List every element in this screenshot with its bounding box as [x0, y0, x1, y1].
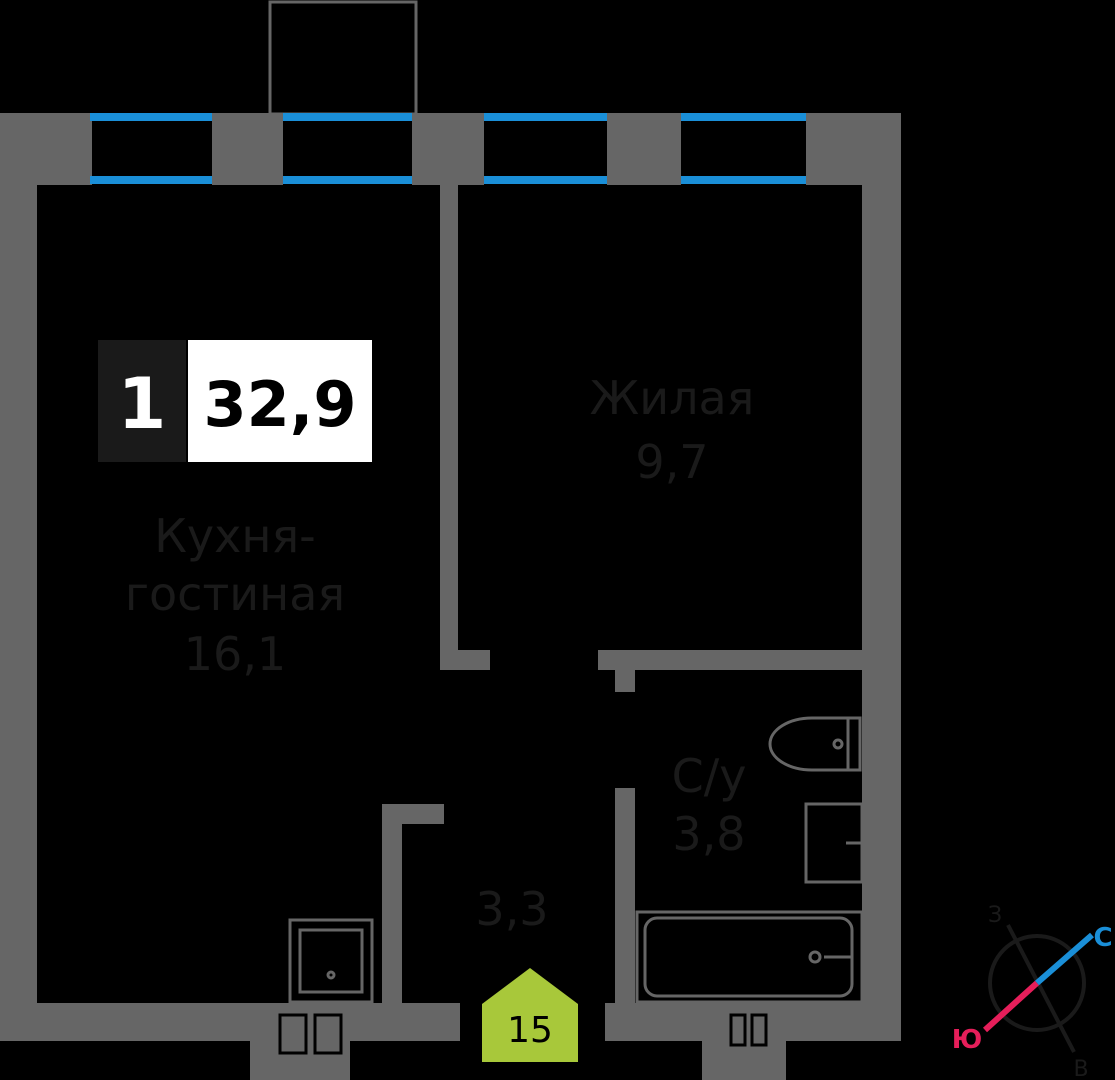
- kitchen-label-2: гостиная: [125, 567, 345, 621]
- compass-west: З: [988, 903, 1002, 928]
- bath-label: С/у: [672, 749, 747, 803]
- living-label: Жилая: [590, 371, 755, 425]
- windows: [90, 113, 806, 184]
- bathtub: [635, 910, 864, 1004]
- riser-left: [250, 1040, 350, 1080]
- kitchen-area: 16,1: [184, 627, 286, 681]
- compass: З С Ю В: [952, 903, 1113, 1080]
- compass-east: В: [1073, 1057, 1088, 1080]
- window-3: [484, 113, 607, 121]
- window-4: [681, 113, 806, 121]
- compass-needle-north: [1035, 932, 1094, 986]
- total-area: 32,9: [204, 368, 357, 441]
- window-1: [90, 113, 212, 121]
- compass-south: Ю: [952, 1025, 983, 1055]
- bath-area: 3,8: [672, 807, 745, 861]
- area-badge: [188, 340, 372, 462]
- toilet-fixture: [768, 716, 862, 772]
- rooms-badge: [98, 340, 186, 462]
- entrance-marker: [482, 968, 578, 1062]
- interior-walls: [382, 184, 864, 1020]
- kitchen-sink: [288, 918, 374, 1004]
- riser-right: [702, 1040, 786, 1080]
- window-2: [283, 113, 412, 121]
- kitchen-label-1: Кухня-: [154, 509, 315, 563]
- balcony: [268, 0, 418, 116]
- compass-ring: [988, 934, 1086, 1032]
- living-area: 9,7: [635, 435, 708, 489]
- entrance-number: 15: [507, 1010, 553, 1051]
- hall-area: 3,3: [475, 882, 548, 936]
- rooms-count: 1: [118, 363, 167, 445]
- washbasin: [804, 802, 864, 884]
- compass-needle-south: [982, 980, 1040, 1033]
- compass-north: С: [1093, 923, 1112, 953]
- outer-walls: [0, 113, 901, 1041]
